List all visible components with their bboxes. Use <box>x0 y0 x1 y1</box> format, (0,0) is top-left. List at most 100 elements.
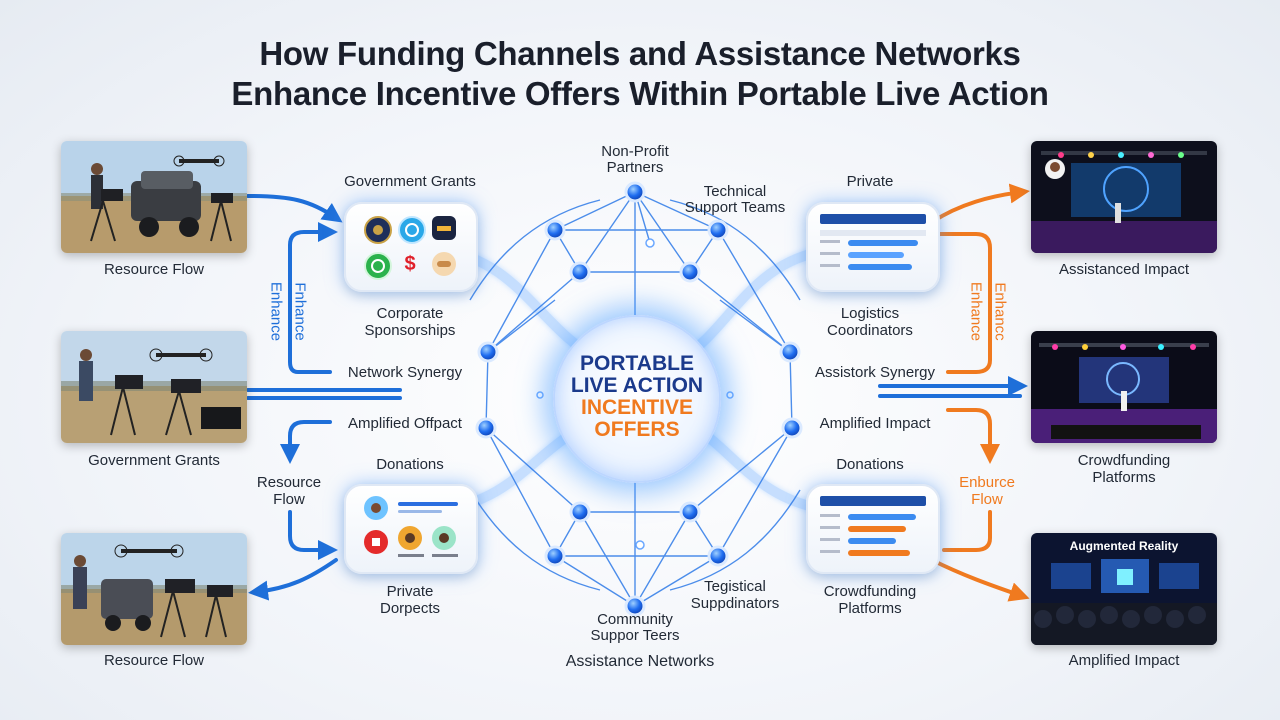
card-donations-right <box>806 484 940 574</box>
hub-line-1: PORTABLE <box>580 352 694 375</box>
label-non-profit-2: Partners <box>606 159 664 176</box>
node-mid-right-bottom <box>781 417 803 439</box>
left-flow-arrows <box>246 194 402 601</box>
card-left-top-subtitle-2: Sponsorships <box>364 322 456 339</box>
avatar-icon <box>364 496 388 520</box>
caption-right-top: Assistanced Impact <box>1058 261 1190 278</box>
label-network-synergy: Network Synergy <box>347 364 463 381</box>
dashboard-header <box>820 214 926 224</box>
label-non-profit-1: Non-Profit <box>601 143 669 160</box>
dollar-icon: $ <box>404 252 416 275</box>
title-line-2: Enhance Incentive Offers Within Portable… <box>231 75 1049 112</box>
dashboard-bar-2 <box>848 526 906 532</box>
label-community-1: Community <box>597 611 673 628</box>
central-hub: PORTABLE LIVE ACTION INCENTIVE OFFERS <box>553 315 721 483</box>
node-top <box>624 181 646 203</box>
photo-film-crew-desert-top <box>61 141 247 253</box>
label-tegistical-2: Suppdinators <box>690 595 780 612</box>
card-left-bottom-subtitle-1: Private <box>386 583 434 600</box>
dashboard-header <box>820 496 926 506</box>
node-lower-right <box>707 545 729 567</box>
dashboard-labels <box>820 240 840 270</box>
caption-right-middle-1: Crowdfunding <box>1077 452 1171 469</box>
caption-left-bottom: Resource Flow <box>103 652 205 669</box>
photo-stage-event-middle <box>1031 331 1217 443</box>
photo-stage-event-top <box>1031 141 1217 253</box>
label-technical-1: Technical <box>703 183 767 200</box>
title-line-1: How Funding Channels and Assistance Netw… <box>259 35 1021 72</box>
node-inner-upper-right <box>679 261 701 283</box>
right-flow-arrows <box>878 183 1030 602</box>
card-left-bottom-title: Donations <box>376 456 444 473</box>
label-left-resource-1: Resource <box>256 474 322 491</box>
label-right-enhance-b: Enhancc <box>991 282 1009 341</box>
node-upper-right <box>707 219 729 241</box>
label-tegistical-1: Tegistical <box>704 578 766 595</box>
node-inner-upper-left <box>569 261 591 283</box>
avatar-icon <box>432 526 456 550</box>
label-amplified-offpact: Amplified Offpact <box>348 415 462 432</box>
caption-right-middle-2: Platforms <box>1092 469 1156 486</box>
node-mid-left-top <box>477 341 499 363</box>
hub-line-4: OFFERS <box>594 418 680 441</box>
arrow-resource-bracket <box>280 420 332 464</box>
node-bottom <box>624 595 646 617</box>
caption-left-middle: Government Grants <box>88 452 220 469</box>
dashboard-bar-3 <box>848 538 896 544</box>
label-amplified-impact: Amplified Impact <box>819 415 931 432</box>
avatar-icon <box>398 526 422 550</box>
hub-line-2: LIVE ACTION <box>570 374 704 397</box>
network-edges <box>469 191 801 607</box>
video-icon <box>364 530 388 554</box>
arrow-photo-top-to-card <box>246 194 343 223</box>
label-left-resource-2: Flow <box>273 491 305 508</box>
dashboard-bar-1 <box>848 514 916 520</box>
network-nodes <box>475 181 803 617</box>
label-left-enhance-a: Enhance <box>267 281 285 342</box>
arrow-resource-to-card <box>288 510 338 560</box>
arrow-right-resource-to-card <box>942 510 992 552</box>
photo-film-crew-desert-bottom <box>61 533 247 645</box>
arrow-card-top-to-photo <box>930 183 1030 224</box>
card-right-bottom-subtitle-1: Crowdfunding <box>823 583 917 600</box>
arrow-enhance-bracket <box>288 222 338 374</box>
photo-film-crew-desert-middle <box>61 331 247 443</box>
card-left-top-title: Government Grants <box>344 173 476 190</box>
badge-icon <box>398 216 426 244</box>
progress-line-2 <box>398 510 442 513</box>
dashboard-bar-3 <box>848 264 912 270</box>
arrow-right-resource-bracket <box>946 408 1000 464</box>
ticket-icon <box>432 216 456 240</box>
arrow-card-bottom-to-photo-right <box>930 558 1030 602</box>
card-right-top-subtitle-1: Logistics <box>840 305 900 322</box>
arrow-right-enhance-bracket <box>938 232 992 374</box>
card-right-top-subtitle-2: Coordinators <box>827 322 913 339</box>
card-left-bottom-subtitle-2: Dorpects <box>379 600 441 617</box>
caption-right-bottom: Amplified Impact <box>1068 652 1180 669</box>
card-donations-left <box>344 484 478 574</box>
hub-line-3: INCENTIVE <box>580 396 693 419</box>
dashboard-bar-1 <box>848 240 918 246</box>
handshake-icon <box>432 252 456 276</box>
node-inner-lower-left <box>569 501 591 523</box>
seal-icon <box>364 216 392 244</box>
dashboard-bar-2 <box>848 252 904 258</box>
label-left-enhance-b: Fnhance <box>291 282 309 341</box>
label-assistance-networks: Assistance Networks <box>565 653 715 670</box>
node-lower-left <box>544 545 566 567</box>
node-inner-lower-right <box>679 501 701 523</box>
ar-banner-text: Augmented Reality <box>1069 539 1179 553</box>
card-right-bottom-title: Donations <box>836 456 904 473</box>
leaf-icon <box>364 252 392 280</box>
label-right-enhance-a: Enhance <box>967 281 985 342</box>
caption-left-top: Resource Flow <box>103 261 205 278</box>
card-left-top-subtitle-1: Corporate <box>376 305 444 322</box>
dashboard-labels <box>820 514 840 558</box>
label-line-2 <box>432 554 458 557</box>
label-right-resource-2: Flow <box>971 491 1003 508</box>
arrow-card-bottom-to-photo <box>248 558 338 601</box>
photo-augmented-reality-crowd: Augmented Reality <box>1031 533 1217 645</box>
label-right-resource-1: Enburce <box>959 474 1015 491</box>
node-mid-right-top <box>779 341 801 363</box>
card-right-top-title: Private <box>846 173 894 190</box>
